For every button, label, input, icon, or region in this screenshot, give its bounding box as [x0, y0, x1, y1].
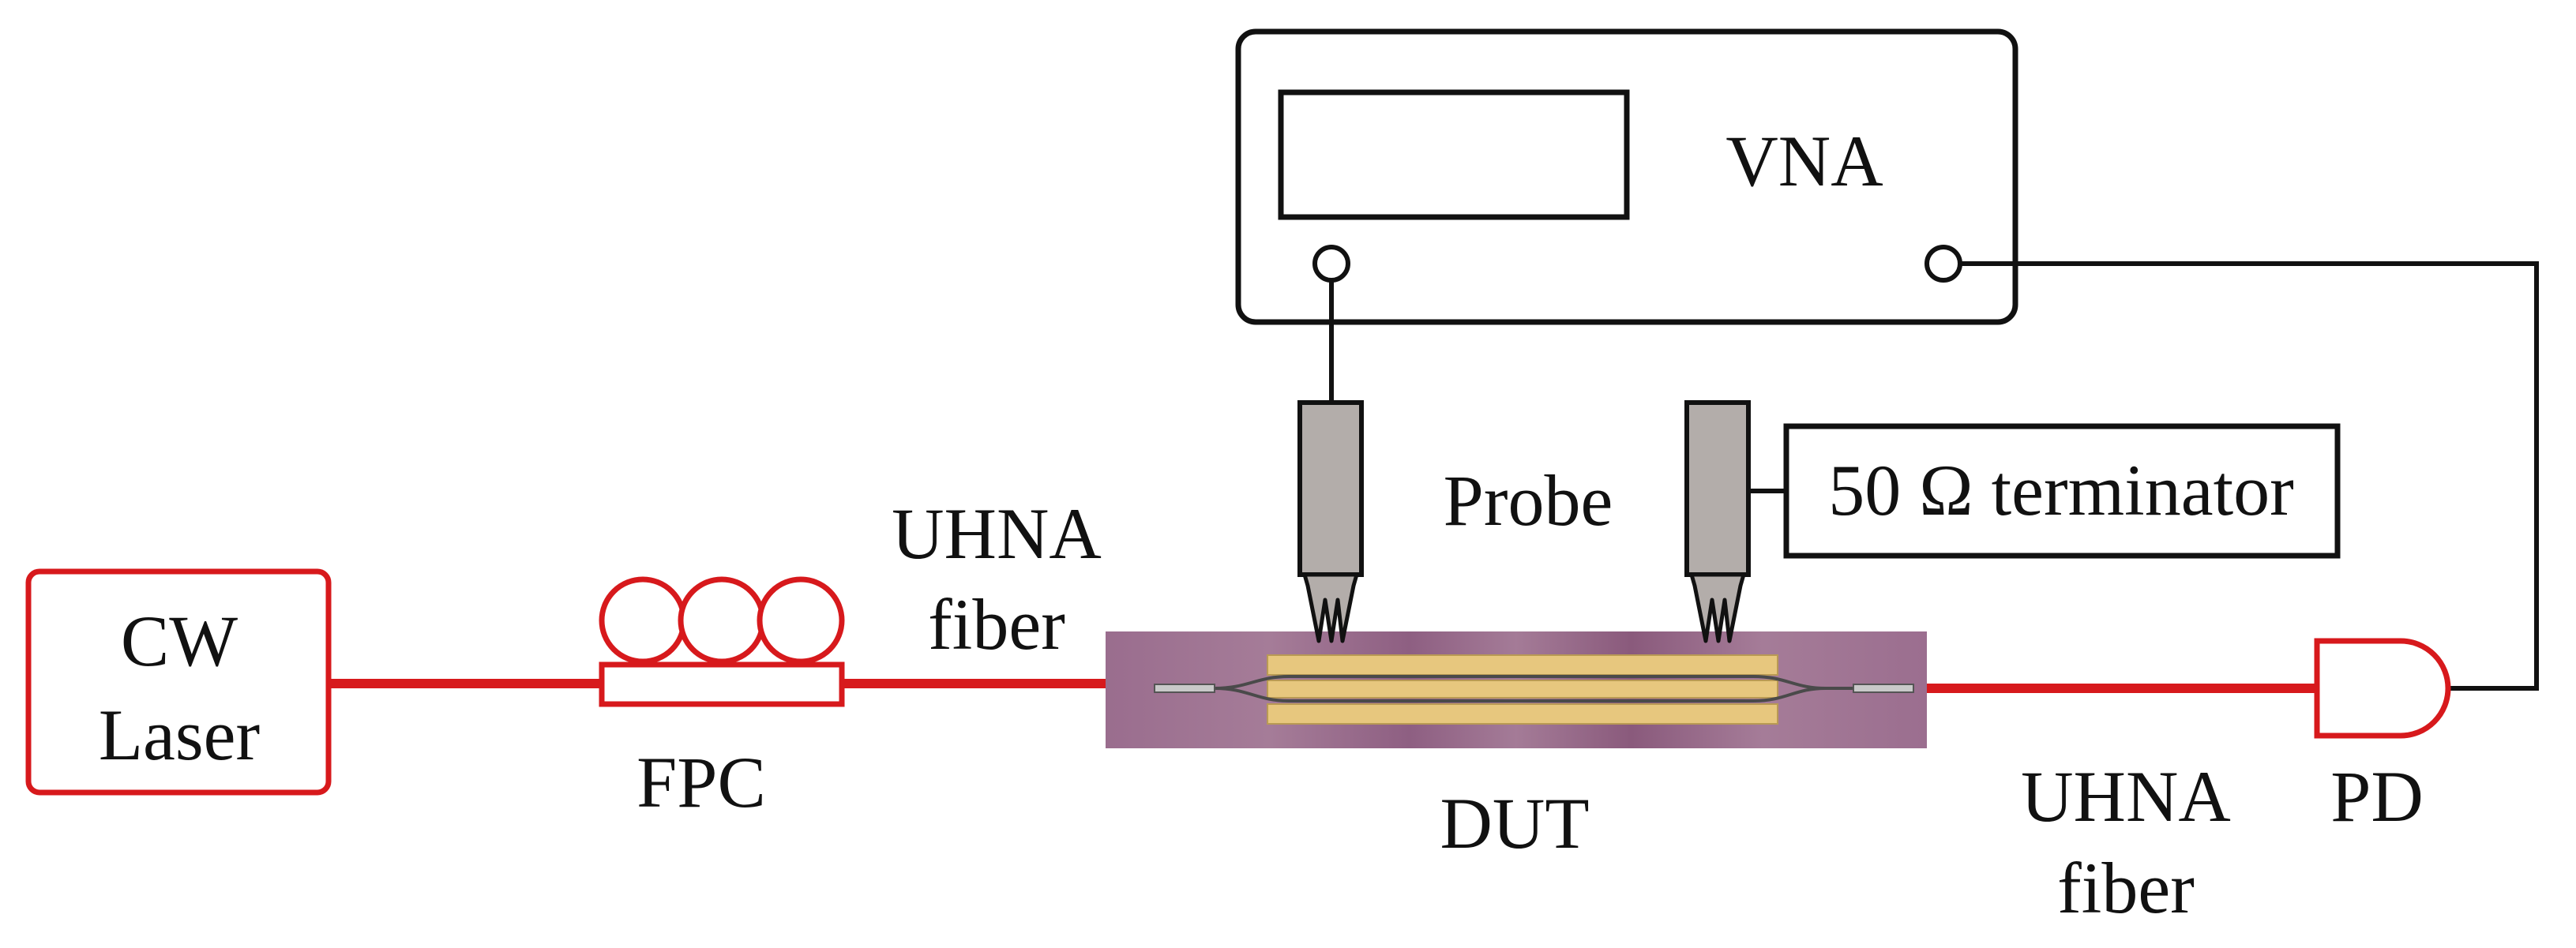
optical-fibers	[330, 679, 2317, 693]
rf-cable-from-pd	[1960, 261, 2539, 691]
fpc: FPC	[599, 576, 845, 822]
uhna-fiber-left-line1: UHNA	[892, 493, 1102, 574]
uhna-fiber-right-line1: UHNA	[2021, 756, 2231, 837]
pd-label: PD	[2330, 756, 2424, 837]
dut-waveguide-mzi	[1155, 675, 1883, 703]
cw-laser-box	[25, 568, 332, 796]
uhna-fiber-right-line2: fiber	[2057, 848, 2195, 928]
dut-coupler-right	[1853, 684, 1914, 693]
terminator: 50 Ω terminator	[1748, 423, 2341, 559]
terminator-label: 50 Ω terminator	[1828, 450, 2294, 530]
vna-port-2	[1924, 245, 1962, 283]
rf-probe-right	[1684, 400, 1751, 643]
cw-laser-label-line2: Laser	[99, 695, 260, 775]
dut-electrode-bottom	[1267, 703, 1778, 725]
pd-symbol	[2314, 638, 2451, 739]
dut-label: DUT	[1440, 783, 1589, 864]
dut-chip: DUT	[1106, 631, 1927, 864]
dut-electrode-middle	[1267, 680, 1778, 699]
fpc-base	[599, 661, 845, 707]
vna-label: VNA	[1725, 121, 1883, 201]
terminator-box	[1783, 423, 2341, 559]
cw-laser-label-line1: CW	[121, 601, 238, 681]
probe-left-body	[1297, 400, 1364, 577]
probe-right-body	[1684, 400, 1751, 577]
vna-screen	[1278, 89, 1630, 220]
fpc-paddle-1	[599, 576, 687, 665]
probe-label: Probe	[1444, 460, 1613, 541]
rf-probe-left	[1297, 400, 1364, 643]
probe-left-tips	[1302, 572, 1359, 643]
vna-port-1	[1312, 245, 1350, 283]
vna-instrument: VNA	[1235, 28, 2018, 325]
dut-coupler-left	[1154, 684, 1215, 693]
photodetector: PD	[2314, 638, 2451, 837]
cw-laser: CW Laser	[25, 568, 332, 796]
uhna-fiber-left-line2: fiber	[928, 584, 1065, 665]
probe-right-tips	[1689, 572, 1746, 643]
dut-electrode-top	[1267, 654, 1778, 676]
fpc-paddle-2	[678, 576, 766, 665]
fpc-paddle-3	[757, 576, 845, 665]
fpc-label: FPC	[636, 742, 766, 822]
